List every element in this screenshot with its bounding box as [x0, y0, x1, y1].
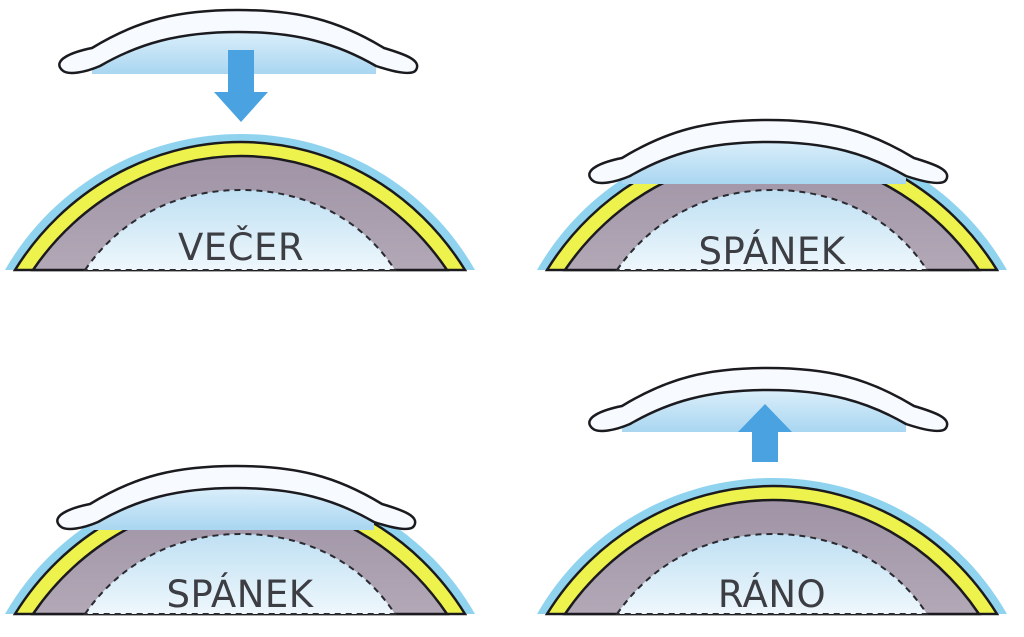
panel-spanek-2: SPÁNEK	[3, 464, 477, 616]
panel-spanek-1: SPÁNEK	[535, 118, 1009, 273]
panel-vecer: VEČER	[3, 8, 477, 272]
panel-label: SPÁNEK	[698, 229, 846, 273]
panel-label: VEČER	[178, 225, 304, 269]
arrow-down-icon	[214, 50, 268, 122]
panel-label: SPÁNEK	[166, 572, 314, 616]
contact-lens	[588, 118, 949, 186]
panel-label: RÁNO	[718, 572, 826, 616]
arrow-up-icon	[738, 404, 792, 462]
contact-lens	[56, 464, 417, 532]
panel-rano: RÁNO	[535, 366, 1009, 616]
